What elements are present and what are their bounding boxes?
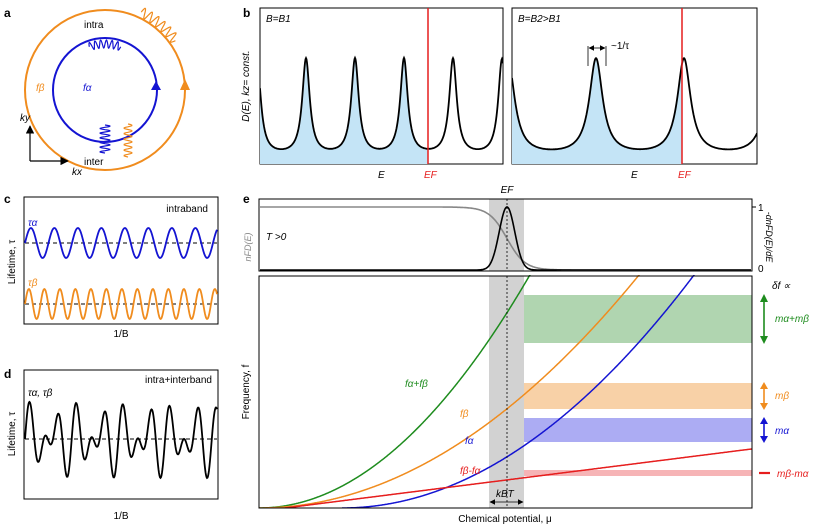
fermi-dirac-derivative-curve (260, 206, 751, 271)
band-sum (524, 295, 752, 343)
plot-d-xlabel: 1/B (113, 511, 128, 522)
arrow-beta-down (760, 403, 768, 410)
nfd-ylabel: nFD(E) (243, 232, 253, 261)
right-xlabel-EF: EF (678, 170, 692, 181)
tau-beating-oscillation (24, 400, 218, 480)
kx-label: kx (72, 167, 83, 178)
dos-right-curve (512, 57, 757, 151)
interband-scatter-alpha (99, 124, 111, 154)
band-beta-label: mβ (775, 391, 789, 402)
plot-d-title: intra+interband (145, 375, 212, 386)
panel-d: d intra+interband τα, τβ Lifetime, τ 1/B (4, 367, 219, 522)
band-alpha-label: mα (775, 426, 789, 437)
panel-b: b D(E), kz= const. B=B1 B=B2>B1 ~1/τ E E… (241, 6, 758, 181)
panel-a: a intra inter fβ fα ky kx (4, 6, 190, 178)
peak-width-label: ~1/τ (611, 41, 629, 52)
left-title: B=B1 (266, 14, 291, 25)
tau-beta-oscillation (24, 287, 218, 321)
curve-diff-label: fβ-fα (460, 466, 481, 477)
alpha-direction-arrow (151, 81, 161, 90)
dnfd-ylabel: -dnFD(E)/dE (764, 212, 774, 264)
tau-alpha-label: τα (28, 218, 38, 229)
arrow-beta-up (760, 382, 768, 389)
fermi-dirac-frame (258, 198, 753, 272)
dos-right-frame (511, 7, 758, 165)
chemical-potential-xlabel: Chemical potential, μ (458, 514, 552, 525)
arrow-alpha-up (760, 417, 768, 424)
frequency-frame (258, 275, 753, 509)
band-diff-label: mβ-mα (777, 469, 809, 480)
curve-f-alpha (342, 275, 695, 508)
curve-f-beta (259, 275, 640, 508)
right-title: B=B2>B1 (518, 14, 561, 25)
band-beta (524, 383, 752, 409)
panel-a-label: a (4, 6, 11, 20)
tick-0-label: 0 (758, 264, 764, 275)
plot-d-ylabel: Lifetime, τ (7, 412, 18, 457)
intraband-scatter-beta (140, 7, 177, 43)
f-beta-label: fβ (36, 83, 45, 94)
curve-sum-label: fα+fβ (405, 379, 428, 390)
tick-1-label: 1 (758, 203, 764, 214)
panel-e: e EF T >0 nFD(E) -dnFD(E)/dE 1 0 fα+fβ f… (241, 185, 809, 525)
frequency-ylabel: Frequency, f (241, 364, 252, 419)
tau-alpha-oscillation (24, 227, 218, 259)
intra-label: intra (84, 20, 104, 31)
inter-label: inter (84, 157, 104, 168)
right-xlabel-E: E (631, 170, 638, 181)
ky-label: ky (20, 113, 31, 124)
panel-d-label: d (4, 367, 11, 381)
kt-label: kBT (496, 489, 515, 500)
plot-d-frame (23, 369, 219, 500)
ef-top-label: EF (501, 185, 515, 196)
arrow-sum-up (760, 294, 768, 302)
delta-f-label: δf ∝ (772, 281, 791, 292)
panel-e-label: e (243, 192, 250, 206)
curve-f-diff (284, 448, 752, 508)
curve-alpha-label: fα (465, 436, 474, 447)
dos-left-curve (260, 55, 503, 150)
band-diff (524, 470, 752, 476)
plot-c-frame (23, 196, 219, 325)
plot-c-ylabel: Lifetime, τ (7, 240, 18, 285)
tau-beta-label: τβ (28, 278, 38, 289)
dos-right-filled-states (512, 58, 682, 164)
left-xlabel-EF: EF (424, 170, 438, 181)
dos-left-filled-states (260, 57, 428, 164)
f-alpha-label: fα (83, 83, 92, 94)
band-sum-label: mα+mβ (775, 314, 809, 325)
interband-scatter-beta (123, 123, 133, 158)
band-alpha (524, 418, 752, 442)
panel-c-label: c (4, 192, 11, 206)
curve-beta-label: fβ (460, 409, 469, 420)
intraband-scatter-alpha (88, 39, 122, 51)
arrow-alpha-down (760, 436, 768, 443)
fermi-surface-alpha (52, 37, 158, 143)
plot-c-xlabel: 1/B (113, 329, 128, 340)
tau-ab-label: τα, τβ (28, 388, 53, 399)
dos-ylabel: D(E), kz= const. (241, 50, 252, 121)
plot-c-title: intraband (166, 204, 208, 215)
kt-shade-main (489, 276, 524, 508)
curve-f-sum (259, 275, 531, 508)
beta-direction-arrow (180, 79, 190, 90)
left-xlabel-E: E (378, 170, 385, 181)
kt-shade-top (489, 199, 524, 271)
panel-c: c intraband τα τβ Lifetime, τ 1/B (4, 192, 219, 340)
temperature-label: T >0 (266, 232, 287, 243)
panel-b-label: b (243, 6, 250, 20)
arrow-sum-down (760, 336, 768, 344)
